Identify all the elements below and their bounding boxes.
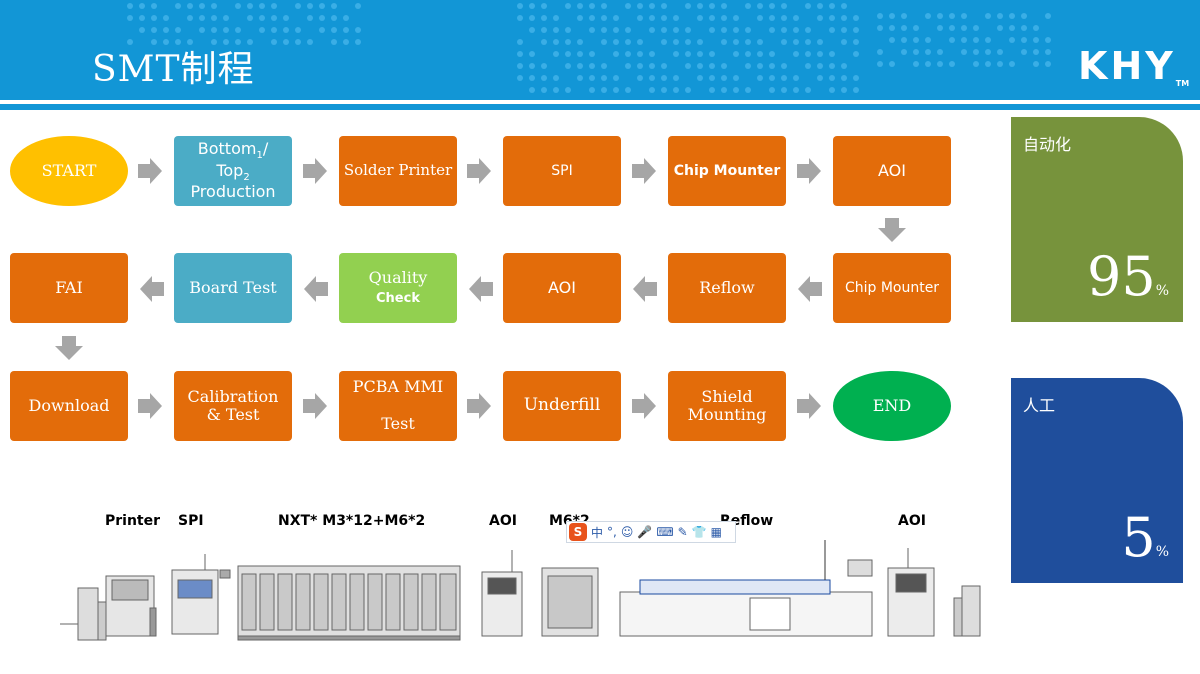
manual-panel: 人工 5% [1011, 378, 1183, 583]
machine-label-aoi-2: AOI [898, 513, 926, 529]
page-title: SMT制程 [92, 49, 255, 90]
flow-arrows [55, 158, 906, 419]
percent-unit: % [1155, 283, 1169, 299]
arrow-right-icon [632, 158, 656, 184]
flow-aoi-1: AOI [833, 136, 951, 206]
flow-label: Underfill [523, 395, 601, 416]
flow-label: END [872, 395, 912, 415]
flow-label: AOI [878, 160, 906, 180]
flow-label: SPI [551, 162, 573, 179]
header-stripe-blue [0, 104, 1200, 110]
flow-label: Chip Mounter [673, 162, 781, 179]
flow-download: Download [10, 371, 128, 441]
flow-solder-printer: Solder Printer [339, 136, 457, 206]
flow-fai: FAI [10, 253, 128, 323]
arrow-right-icon [467, 158, 491, 184]
flow-label: Board Test [189, 277, 277, 297]
flow-label: FAI [55, 277, 83, 297]
arrow-left-icon [140, 276, 164, 302]
flow-board-test: Board Test [174, 253, 292, 323]
tools-icon[interactable]: ✎ [677, 525, 688, 539]
ime-punctuation-toggle[interactable]: °, [607, 525, 617, 539]
flow-calibration-test: Calibration& Test [174, 371, 292, 441]
header-banner: SMT制程 KHYTM [0, 0, 1200, 100]
arrow-right-icon [303, 158, 327, 184]
manual-number: 5 [1121, 506, 1156, 569]
machine-label-spi: SPI [178, 513, 204, 529]
arrow-right-icon [138, 158, 162, 184]
flow-chip-mounter-2: Chip Mounter [833, 253, 951, 323]
arrow-right-icon [797, 158, 821, 184]
microphone-icon[interactable]: 🎤 [637, 525, 653, 539]
automation-label: 自动化 [1023, 135, 1072, 154]
ime-language-toggle[interactable]: 中 [591, 525, 604, 540]
flow-label: Download [28, 395, 110, 415]
arrow-down-icon [55, 336, 83, 360]
sogou-logo-icon[interactable]: S [569, 523, 587, 541]
flow-chip-mounter-1: Chip Mounter [668, 136, 786, 206]
keyboard-icon[interactable]: ⌨ [656, 525, 674, 539]
manual-label: 人工 [1023, 396, 1056, 415]
flow-start: START [10, 136, 128, 206]
logo-tm: TM [1175, 79, 1190, 88]
arrow-left-icon [304, 276, 328, 302]
khy-logo: KHYTM [1078, 44, 1189, 88]
grid-menu-icon[interactable]: ▦ [710, 525, 722, 539]
flow-spi: SPI [503, 136, 621, 206]
emoji-icon[interactable]: ☺ [620, 525, 634, 539]
logo-text: KHY [1078, 44, 1176, 88]
arrow-left-icon [633, 276, 657, 302]
automation-number: 95 [1086, 245, 1156, 308]
flow-label: Reflow [699, 277, 755, 297]
flow-label: START [41, 160, 97, 180]
flow-label: Solder Printer [343, 161, 453, 180]
arrow-left-icon [798, 276, 822, 302]
flow-end: END [833, 371, 951, 441]
arrow-right-icon [303, 393, 327, 419]
automation-panel: 自动化 95% [1011, 117, 1183, 322]
ime-toolbar[interactable]: S 中 °, ☺ 🎤 ⌨ ✎ 👕 ▦ [566, 521, 736, 543]
arrow-right-icon [138, 393, 162, 419]
flow-aoi-2: AOI [503, 253, 621, 323]
header-stripe-white [0, 100, 1200, 104]
arrow-right-icon [467, 393, 491, 419]
machine-label-nxt: NXT* M3*12+M6*2 [278, 513, 426, 529]
machine-label-aoi-1: AOI [489, 513, 517, 529]
flow-label: Chip Mounter [844, 279, 940, 296]
smt-line-illustration [60, 540, 981, 641]
arrow-right-icon [797, 393, 821, 419]
flow-label: AOI [548, 277, 576, 297]
flow-label: Calibration& Test [187, 386, 279, 424]
arrow-down-icon [878, 218, 906, 242]
arrow-right-icon [632, 393, 656, 419]
arrow-left-icon [469, 276, 493, 302]
flow-reflow: Reflow [668, 253, 786, 323]
dot-pattern-decoration [127, 3, 1051, 93]
flow-underfill: Underfill [503, 371, 621, 441]
machine-label-printer: Printer [105, 513, 161, 529]
manual-value: 5% [1121, 506, 1169, 569]
percent-unit: % [1155, 544, 1169, 560]
automation-value: 95% [1087, 245, 1169, 308]
skin-icon[interactable]: 👕 [691, 525, 707, 539]
